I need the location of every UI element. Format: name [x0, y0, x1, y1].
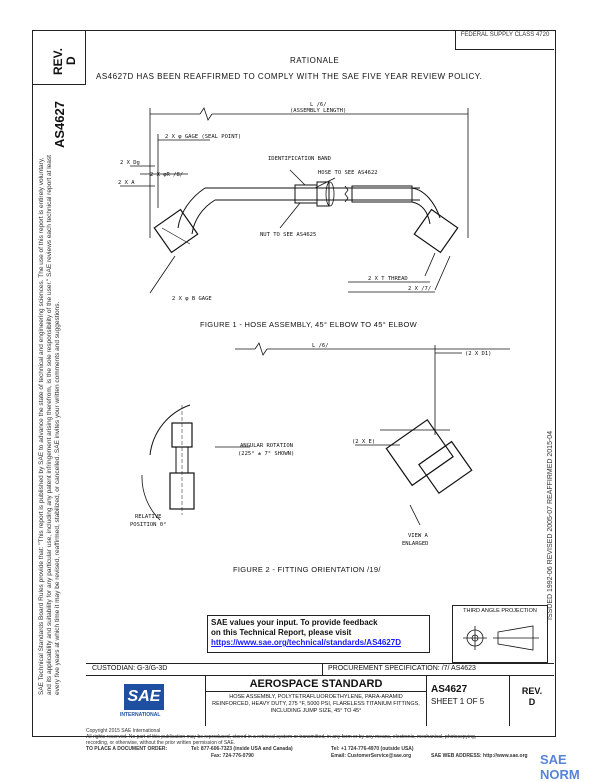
feedback-link[interactable]: https://www.sae.org/technical/standards/…: [211, 638, 401, 647]
figure1-drawing: L /6/ (ASSEMBLY LENGTH) 2 X φ GAGE (SEAL…: [118, 102, 469, 302]
fig2-label-e: (2 X E): [352, 439, 375, 445]
rev-block: REV. D: [510, 686, 554, 708]
side-note: SAE Technical Standards Board Rules prov…: [38, 155, 61, 695]
sae-logo-sub: INTERNATIONAL: [120, 712, 161, 718]
sae-logo: SAE: [124, 684, 164, 710]
feedback-box: SAE values your input. To provide feedba…: [207, 615, 430, 653]
rationale-text: AS4627D HAS BEEN REAFFIRMED TO COMPLY WI…: [96, 72, 483, 81]
label-gage-seal: 2 X φ GAGE (SEAL POINT): [165, 134, 241, 140]
label-b-gage: 2 X φ B GAGE: [172, 296, 212, 302]
logo-area: SAE INTERNATIONAL: [86, 676, 206, 726]
supply-class-box: FEDERAL SUPPLY CLASS 4720: [455, 30, 554, 50]
label-a: 2 X A: [118, 180, 135, 186]
email: Email: CustomerService@sae.org: [331, 753, 412, 759]
label-ident-band: IDENTIFICATION BAND: [268, 156, 331, 162]
copyright-line2: All rights reserved. No part of this pub…: [86, 734, 477, 740]
tel-inside: Tel: 877-606-7323 (inside USA and Canada…: [191, 746, 293, 752]
figure2-caption: FIGURE 2 - FITTING ORIENTATION /19/: [233, 565, 381, 574]
standard-title: AEROSPACE STANDARD: [206, 676, 426, 692]
feedback-line1: SAE values your input. To provide feedba…: [211, 618, 378, 627]
title-block: SAE INTERNATIONAL AEROSPACE STANDARD HOS…: [86, 676, 554, 726]
copyright-line3: recording, or otherwise, without the pri…: [86, 740, 236, 746]
order-label: TO PLACE A DOCUMENT ORDER:: [86, 746, 168, 752]
custodian: CUSTODIAN: G-3/G-3D: [92, 665, 168, 672]
rev-label: REV.: [521, 686, 543, 696]
feedback-line2: on this Technical Report, please visit: [211, 628, 352, 637]
fax: Fax: 724-776-0790: [211, 753, 254, 759]
figure1-caption: FIGURE 1 - HOSE ASSEMBLY, 45° ELBOW TO 4…: [200, 320, 417, 329]
issue-dates: ISSUED 1992-06 REVISED 2005-07 REAFFIRME…: [547, 430, 554, 620]
web-address[interactable]: SAE WEB ADDRESS: http://www.sae.org: [431, 753, 528, 759]
label-hose: HOSE TO SEE AS4622: [318, 170, 378, 176]
fig2-label-length: L /6/: [312, 343, 329, 349]
label-thread: 2 X T THREAD: [368, 276, 408, 282]
drawing-frame: [32, 30, 556, 737]
section-title: RATIONALE: [290, 56, 340, 65]
tel-outside: Tel: +1 724-776-4970 (outside USA): [331, 746, 414, 752]
watermark: SAE NORM: [540, 752, 580, 782]
figure2-drawing: L /6/ (2 X D1) ANGULAR ROTATION (225° ± …: [130, 342, 510, 547]
fig2-label-angular: ANGULAR ROTATION: [240, 443, 293, 449]
label-d7: 2 X /7/: [408, 286, 431, 292]
sheet-info: SHEET 1 OF 5: [431, 697, 485, 706]
fig2-label-enlarged: ENLARGED: [402, 541, 429, 547]
procurement-spec: PROCUREMENT SPECIFICATION: /7/ AS4623: [328, 665, 476, 672]
copyright-block: Copyright 2015 SAE International All rig…: [86, 728, 556, 760]
fig2-label-view: VIEW A: [408, 533, 429, 539]
label-length: L /6/: [310, 102, 327, 108]
label-phi-r: 2 X φR /8/: [150, 172, 183, 178]
label-dg: 2 X Dg: [120, 160, 140, 166]
third-angle-label: THIRD ANGLE PROJECTION: [463, 608, 537, 614]
third-angle-symbol: [463, 625, 539, 651]
label-nut: NUT TO SEE AS4625: [260, 232, 316, 238]
fig2-label-relative: RELATIVE: [135, 514, 162, 520]
rev-box: [32, 30, 86, 85]
third-angle-box: THIRD ANGLE PROJECTION: [452, 605, 548, 663]
doc-description: HOSE ASSEMBLY, POLYTETRAFLUOROETHYLENE, …: [212, 694, 420, 714]
copyright-line1: Copyright 2015 SAE International: [86, 728, 161, 734]
fig2-label-dim: (2 X D1): [465, 351, 492, 357]
doc-id-vertical: AS4627: [52, 101, 67, 148]
rev-value: D: [528, 697, 536, 707]
doc-id: AS4627: [431, 684, 468, 695]
label-length-sub: (ASSEMBLY LENGTH): [290, 108, 346, 114]
doc-id-box: AS4627 SHEET 1 OF 5: [426, 676, 510, 726]
rev-label-vertical: REV.D: [51, 48, 78, 75]
fig2-label-position: POSITION 0°: [130, 522, 166, 528]
fig2-label-angular-sub: (225° ± 7° SHOWN): [238, 451, 294, 457]
custodian-bar: CUSTODIAN: G-3/G-3D PROCUREMENT SPECIFIC…: [86, 663, 554, 676]
